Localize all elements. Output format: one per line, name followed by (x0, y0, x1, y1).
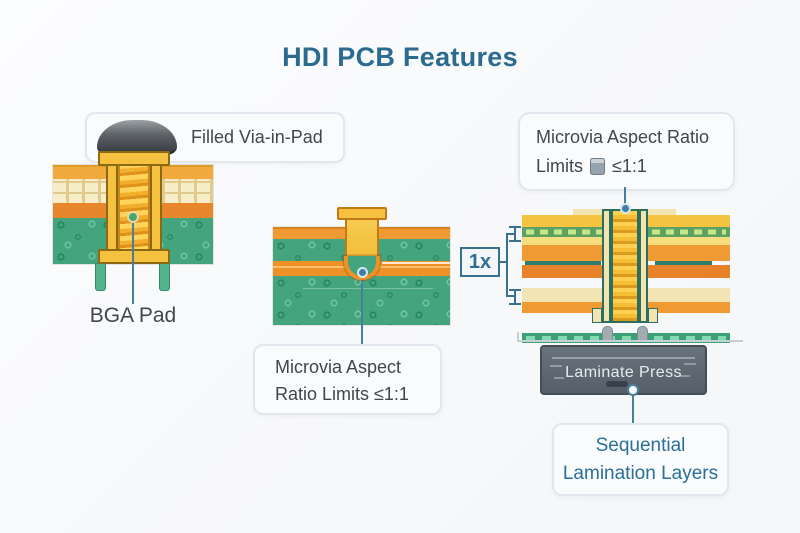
microvia-depth-callout-line (382, 262, 458, 264)
microvia-aspect-line2: Ratio Limits ≤1:1 (275, 384, 409, 404)
stack-via-flare-right (648, 308, 658, 323)
right-aspect-line2-suffix: ≤1:1 (612, 156, 647, 176)
stack-via-wall-left (602, 209, 611, 323)
right-aspect-line2: Limits ≤1:1 (536, 152, 733, 181)
press-dash-4 (680, 375, 690, 377)
press-table-notch (517, 332, 519, 342)
left-pin-left (95, 263, 106, 291)
microvia-leader-line (361, 277, 363, 344)
press-dash-3 (684, 363, 696, 365)
middle-depth-measure-line (303, 288, 433, 289)
microvia-neck (345, 216, 379, 260)
bga-pad-anchor-dot (127, 211, 139, 223)
right-aspect-line1: Microvia Aspect Ratio (536, 127, 710, 147)
microvia-aspect-callout: Microvia Aspect Ratio Limits ≤1:1 (253, 344, 442, 415)
sequential-line2: Lamination Layers (562, 463, 719, 484)
scale-tick-top (509, 226, 521, 242)
filled-via-in-pad-label: Filled Via-in-Pad (191, 127, 323, 147)
sequential-lamination-callout: Sequential Lamination Layers (552, 423, 729, 496)
right-callout-leader (624, 187, 626, 205)
sequential-leader-line (632, 395, 634, 423)
press-dash-2 (554, 377, 564, 379)
scale-bracket-stem (500, 261, 508, 263)
microvia-anchor-dot (357, 267, 368, 278)
microvia-aspect-line1: Microvia Aspect (275, 357, 402, 377)
scale-tick-bottom (509, 289, 521, 305)
right-aspect-ratio-callout: Microvia Aspect Ratio Limits ≤1:1 (518, 112, 735, 191)
left-via-fill-coil (118, 164, 150, 252)
right-stack-anchor-dot (620, 203, 631, 214)
scale-bracket-vertical (506, 233, 508, 297)
stack-layer-soldermask-bottom (522, 333, 730, 343)
press-handle (606, 381, 628, 387)
left-via-bottom-flange (98, 249, 170, 264)
sequential-line1: Sequential (595, 435, 686, 456)
stack-via-flare-left (592, 308, 602, 323)
bga-pad-caption: BGA Pad (89, 304, 177, 327)
laminate-press-label: Laminate Press (565, 364, 682, 381)
laminate-press-box: Laminate Press (540, 345, 707, 395)
microvia-top-pad (337, 207, 387, 220)
stack-via-fill-coil (611, 209, 639, 323)
stack-trace-left (525, 261, 601, 265)
left-via-wall-right (150, 164, 162, 252)
left-via-top-flange (98, 151, 170, 166)
filled-via-icon (590, 158, 606, 175)
stack-via-wall-right (639, 209, 648, 323)
press-dash-1 (550, 365, 562, 367)
press-table-line (517, 340, 743, 342)
press-anchor-ring (627, 384, 639, 396)
press-top-seam (552, 357, 695, 359)
stack-trace-right (655, 261, 712, 265)
left-via-wall-left (106, 164, 118, 252)
scale-1x-box: 1x (460, 247, 500, 277)
right-aspect-line2-prefix: Limits (536, 156, 584, 176)
page-title: HDI PCB Features (282, 42, 518, 72)
bga-pad-leader-line (132, 218, 134, 304)
left-pin-right (159, 263, 170, 291)
